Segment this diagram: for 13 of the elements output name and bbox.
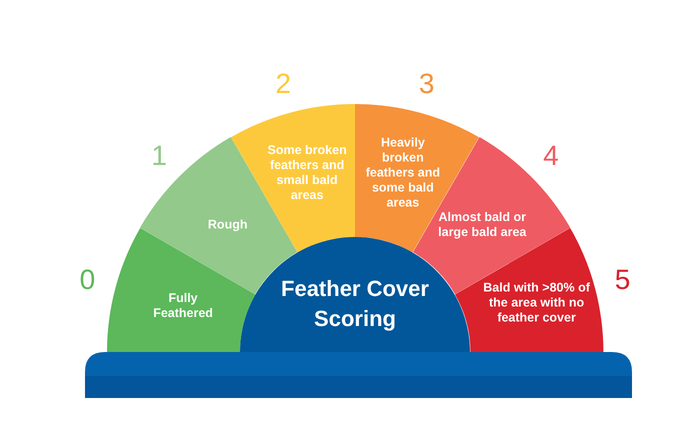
- score-number: 2: [276, 69, 292, 100]
- score-number: 4: [543, 141, 559, 172]
- score-number: 1: [151, 141, 167, 172]
- score-number: 3: [418, 69, 434, 100]
- segment-description: Fully Feathered: [152, 290, 214, 321]
- score-number: 0: [80, 265, 96, 296]
- center-title: Feather Cover Scoring: [280, 275, 430, 333]
- segment-description: Almost bald or large bald area: [437, 210, 528, 240]
- segment-description: Bald with >80% of the area with no feather cover: [482, 280, 591, 326]
- segment-description: Some broken feathers and small bald areas: [266, 143, 348, 204]
- score-number: 5: [614, 265, 630, 296]
- segment-description: Heavily broken feathers and some bald areas: [364, 136, 442, 211]
- segment-description: Rough: [206, 217, 248, 232]
